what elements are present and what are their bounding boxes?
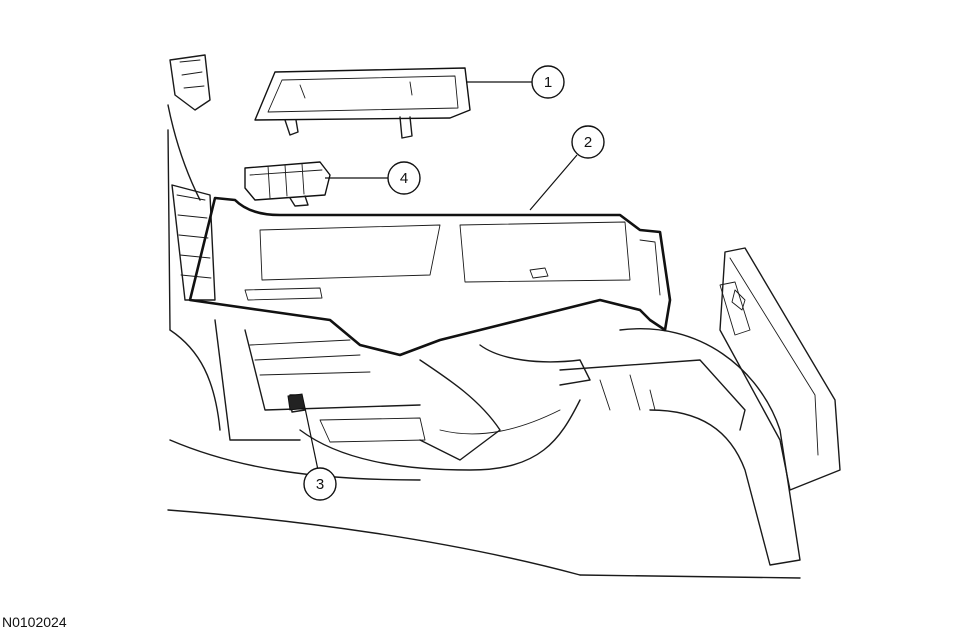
connector-3 — [287, 393, 306, 411]
leader-line-3 — [304, 407, 319, 471]
armrest-lid — [559, 247, 841, 566]
callout-2: 2 — [571, 125, 605, 159]
figure-id: N0102024 — [2, 614, 67, 630]
upper-bezel — [254, 67, 471, 139]
console-top-panel — [188, 196, 672, 357]
console-base — [214, 319, 591, 471]
switch-module — [244, 161, 331, 207]
leader-line-2 — [529, 154, 578, 211]
callout-2-label: 2 — [584, 134, 592, 151]
callout-3-label: 3 — [316, 476, 324, 493]
callout-1: 1 — [531, 65, 565, 99]
callout-4: 4 — [387, 161, 421, 195]
callout-1-label: 1 — [544, 74, 552, 91]
callout-3: 3 — [303, 467, 337, 501]
dashboard-background — [167, 54, 801, 579]
callout-4-label: 4 — [400, 170, 408, 187]
